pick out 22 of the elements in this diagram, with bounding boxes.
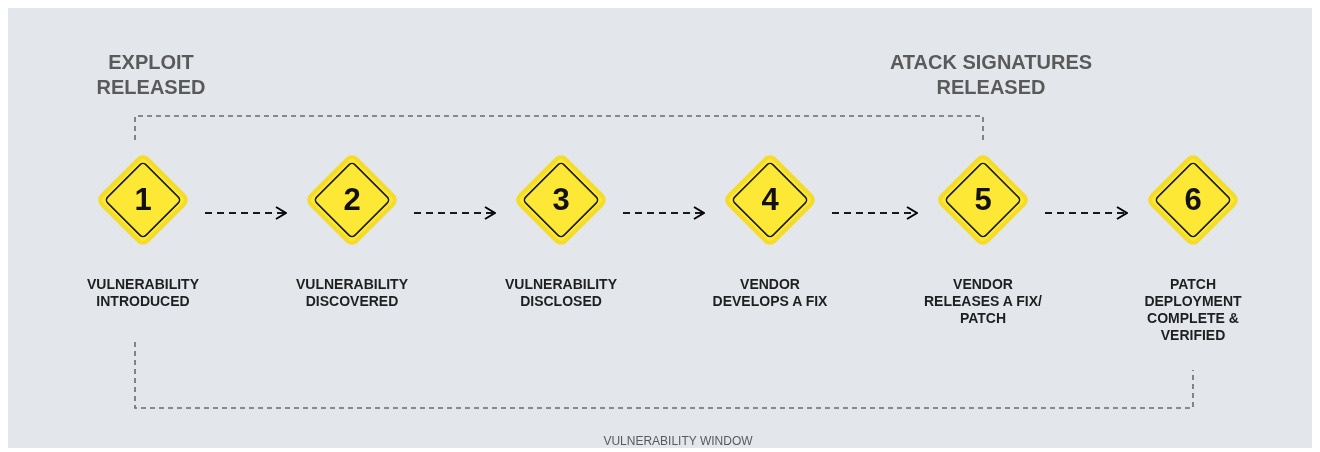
- step-caption: VULNERABILITY DISCOVERED: [295, 276, 409, 310]
- milestone-label: ATACK SIGNATURES RELEASED: [888, 50, 1094, 100]
- arrow: [1045, 206, 1128, 220]
- step-caption: VENDOR DEVELOPS A FIX: [711, 276, 829, 310]
- arrow: [205, 206, 287, 220]
- window-label: VULNERABILITY WINDOW: [602, 433, 754, 450]
- arrow: [623, 206, 705, 220]
- arrow: [414, 206, 496, 220]
- step-number: 2: [342, 181, 362, 219]
- step-caption: PATCH DEPLOYMENT COMPLETE & VERIFIED: [1143, 276, 1243, 344]
- step-number: 5: [973, 181, 993, 219]
- step-number: 3: [551, 181, 571, 219]
- step-caption: VULNERABILITY INTRODUCED: [86, 276, 200, 310]
- step-number: 4: [760, 181, 780, 219]
- step-number: 6: [1183, 181, 1203, 219]
- step-caption: VULNERABILITY DISCLOSED: [504, 276, 618, 310]
- step-caption: VENDOR RELEASES A FIX/ PATCH: [923, 276, 1043, 327]
- milestone-label: EXPLOIT RELEASED: [95, 50, 207, 100]
- arrow: [832, 206, 918, 220]
- bracket-line: [134, 115, 984, 141]
- step-number: 1: [133, 181, 153, 219]
- bracket-line: [134, 341, 1194, 409]
